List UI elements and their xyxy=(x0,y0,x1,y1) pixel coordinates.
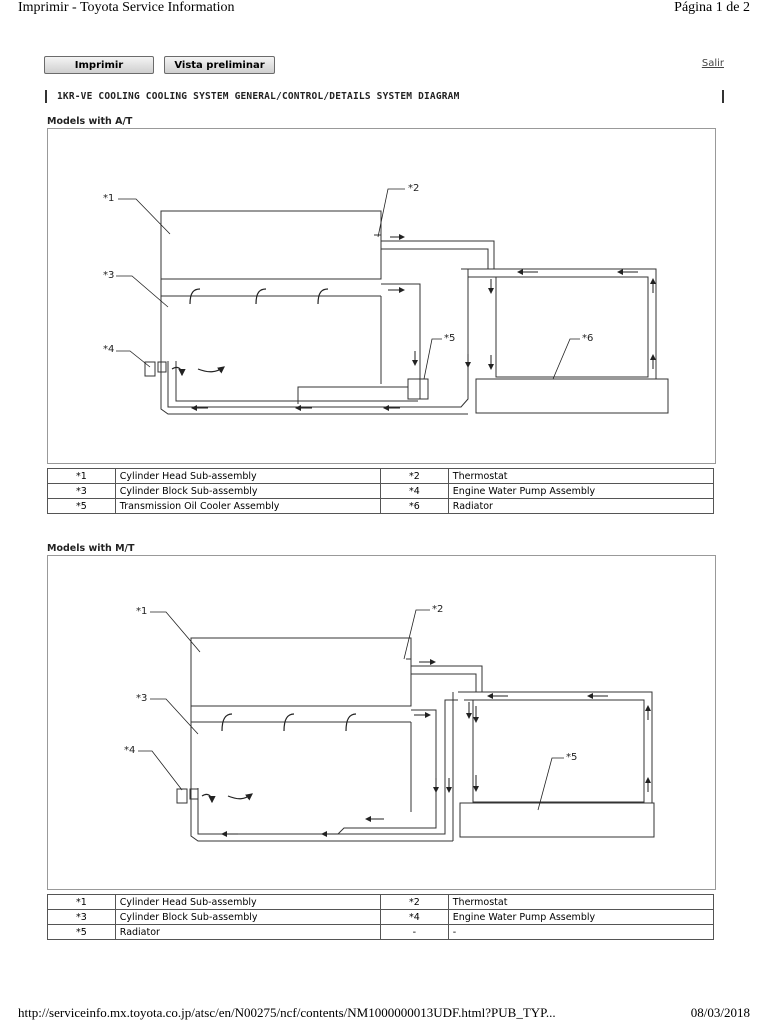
legend-value: Thermostat xyxy=(447,468,715,484)
legend-key: - xyxy=(379,924,449,940)
engine-block-mt xyxy=(176,637,655,842)
legend-key: *2 xyxy=(379,894,449,910)
callout-mt-3: *3 xyxy=(136,693,147,704)
print-header: Imprimir - Toyota Service Information Pá… xyxy=(0,0,768,22)
print-footer-date: 08/03/2018 xyxy=(690,1005,750,1020)
legend-value: Transmission Oil Cooler Assembly xyxy=(114,498,382,514)
callout-at-3: *3 xyxy=(103,270,114,281)
legend-key: *5 xyxy=(47,924,116,940)
legend-key: *1 xyxy=(47,468,116,484)
legend-value: Radiator xyxy=(114,924,381,940)
print-header-title: Imprimir - Toyota Service Information xyxy=(18,0,235,15)
diagram-at: *1 *2 *3 *4 *5 *6 xyxy=(47,128,716,464)
callout-mt-4: *4 xyxy=(124,745,135,756)
callout-mt-2: *2 xyxy=(432,604,443,615)
flow-arrows-at xyxy=(191,234,656,411)
document-title: 1KR-VE COOLING COOLING SYSTEM GENERAL/CO… xyxy=(57,91,460,102)
callout-at-1: *1 xyxy=(103,193,114,204)
print-button[interactable]: Imprimir xyxy=(44,56,154,74)
callout-leaders-at xyxy=(116,188,580,380)
engine-block-at xyxy=(144,210,669,415)
document-title-bar: 1KR-VE COOLING COOLING SYSTEM GENERAL/CO… xyxy=(45,90,724,104)
table-row: *5 Transmission Oil Cooler Assembly *6 R… xyxy=(47,498,715,514)
legend-value: - xyxy=(447,924,715,940)
callout-mt-1: *1 xyxy=(136,606,147,617)
section-heading-mt: Models with M/T xyxy=(47,543,135,554)
print-header-page: Página 1 de 2 xyxy=(674,0,750,15)
legend-key: *1 xyxy=(47,894,116,910)
flow-squiggles-mt xyxy=(201,713,357,804)
table-row: *3 Cylinder Block Sub-assembly *4 Engine… xyxy=(47,483,715,499)
preview-button[interactable]: Vista preliminar xyxy=(164,56,275,74)
legend-value: Engine Water Pump Assembly xyxy=(447,483,715,499)
callout-at-4: *4 xyxy=(103,344,114,355)
table-row: *5 Radiator - - xyxy=(47,924,715,940)
legend-key: *2 xyxy=(380,468,449,484)
legend-key: *5 xyxy=(47,498,116,514)
legend-value: Cylinder Block Sub-assembly xyxy=(114,909,381,925)
legend-key: *4 xyxy=(380,483,449,499)
callout-labels-mt: *1 *2 *3 *4 *5 xyxy=(124,604,577,763)
legend-value: Radiator xyxy=(447,498,715,514)
callout-labels-at: *1 *2 *3 *4 *5 *6 xyxy=(103,183,593,355)
table-row: *3 Cylinder Block Sub-assembly *4 Engine… xyxy=(47,909,715,925)
legend-value: Cylinder Head Sub-assembly xyxy=(114,468,382,484)
flow-squiggles-at xyxy=(171,288,329,377)
legend-value: Cylinder Head Sub-assembly xyxy=(114,894,381,910)
legend-value: Thermostat xyxy=(447,894,715,910)
legend-table-at: *1 Cylinder Head Sub-assembly *2 Thermos… xyxy=(47,468,715,514)
callout-mt-5: *5 xyxy=(566,752,577,763)
callout-leaders-mt xyxy=(138,609,564,811)
section-heading-at: Models with A/T xyxy=(47,116,133,127)
legend-key: *6 xyxy=(380,498,449,514)
legend-table-mt: *1 Cylinder Head Sub-assembly *2 Thermos… xyxy=(47,894,715,940)
callout-at-2: *2 xyxy=(408,183,419,194)
table-row: *1 Cylinder Head Sub-assembly *2 Thermos… xyxy=(47,468,715,484)
exit-link[interactable]: Salir xyxy=(701,58,724,69)
diagram-at-svg: *1 *2 *3 *4 *5 *6 xyxy=(103,183,669,415)
diagram-mt: *1 *2 *3 *4 *5 xyxy=(47,555,716,890)
legend-key: *3 xyxy=(47,483,116,499)
table-row: *1 Cylinder Head Sub-assembly *2 Thermos… xyxy=(47,894,715,910)
callout-at-5: *5 xyxy=(444,333,455,344)
flow-arrows-mt xyxy=(221,659,651,837)
callout-at-6: *6 xyxy=(582,333,593,344)
diagram-mt-svg: *1 *2 *3 *4 *5 xyxy=(124,604,655,842)
print-footer-url: http://serviceinfo.mx.toyota.co.jp/atsc/… xyxy=(18,1005,556,1020)
title-bar-right-rule xyxy=(722,90,724,103)
legend-value: Cylinder Block Sub-assembly xyxy=(114,483,382,499)
legend-key: *4 xyxy=(379,909,449,925)
legend-value: Engine Water Pump Assembly xyxy=(447,909,715,925)
legend-key: *3 xyxy=(47,909,116,925)
title-bar-left-rule xyxy=(45,90,47,103)
